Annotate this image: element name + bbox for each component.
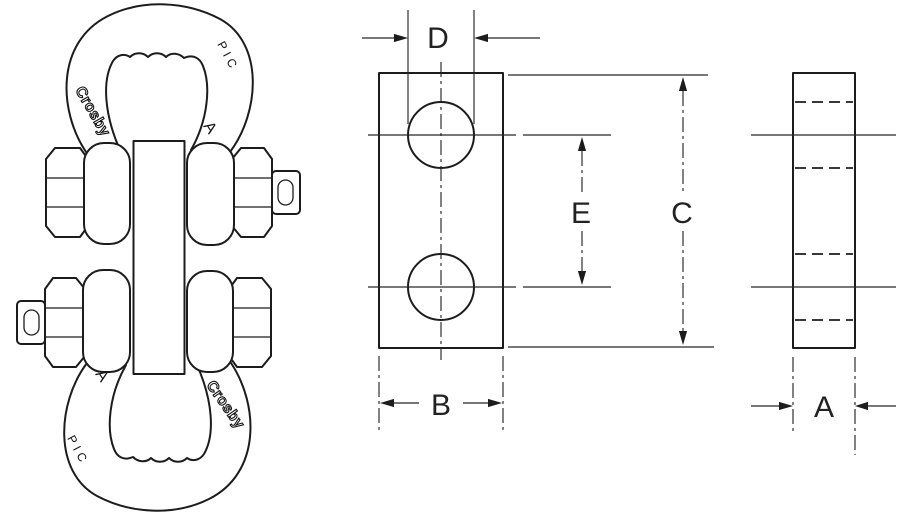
model-marking-top: PIC [214, 39, 241, 74]
arrowhead-left [474, 33, 488, 43]
dim-label-overall-length: C [671, 197, 693, 230]
arrowhead-down [577, 271, 587, 285]
arrowhead-left [380, 398, 394, 408]
arrowhead-up [577, 137, 587, 151]
plate-side-outline [792, 72, 856, 349]
dim-label-plate-thickness: A [814, 391, 834, 424]
arrowhead-right [394, 33, 408, 43]
front-view: D B E C [362, 10, 714, 431]
dim-overall-length: C [508, 74, 714, 348]
arrowhead-right [488, 398, 502, 408]
dim-label-plate-width: B [431, 389, 451, 422]
dim-hole-spacing: E [523, 134, 611, 288]
dim-plate-width: B [378, 356, 504, 431]
dim-hole-diameter: D [362, 10, 540, 124]
dim-label-hole-diameter: D [427, 22, 449, 55]
side-view: A [751, 72, 896, 455]
arrowhead-left [855, 401, 868, 411]
arrowhead-right [779, 401, 793, 411]
dim-label-hole-spacing: E [571, 197, 591, 230]
pictorial-view: Crosby PIC A A PIC Crosby [16, 3, 301, 512]
arrowhead-down [678, 331, 688, 345]
dim-plate-thickness: A [751, 357, 896, 455]
arrowhead-up [678, 77, 688, 91]
connecting-plate [132, 140, 186, 375]
